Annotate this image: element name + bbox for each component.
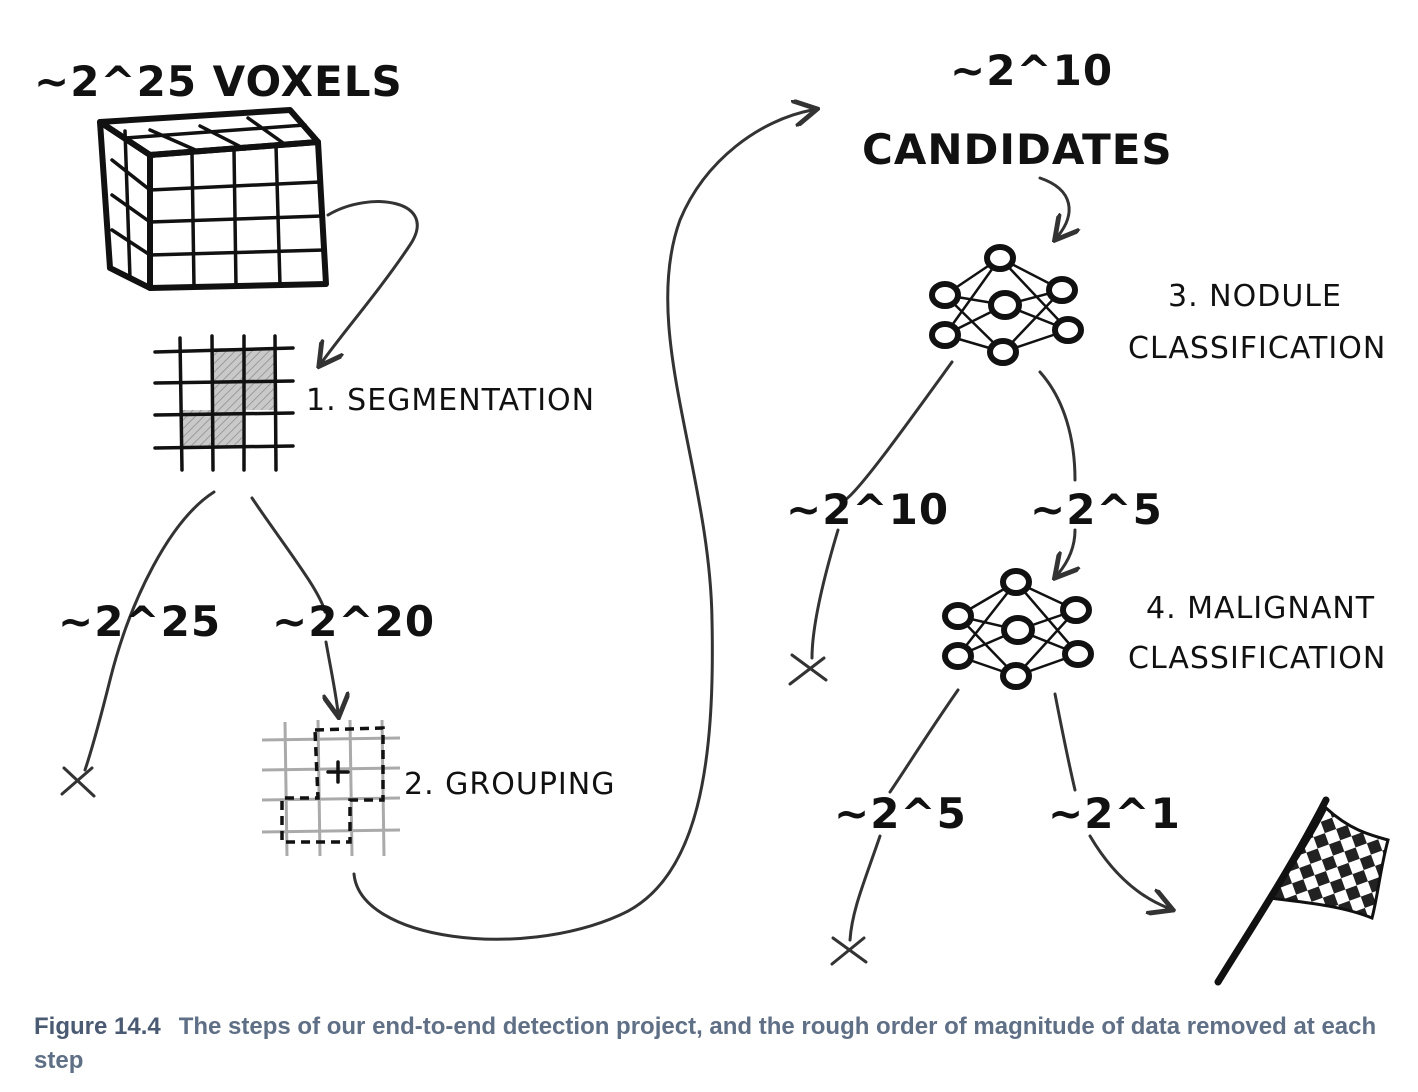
segmentation-discard-icon — [60, 766, 96, 798]
nodule-kept-count: ~2^5 — [1030, 485, 1163, 534]
pipeline-diagram: ~2^25 VOXELS — [34, 46, 1390, 986]
malignant-kept-count: ~2^1 — [1048, 789, 1181, 838]
segmentation-removed-count: ~2^25 — [58, 597, 221, 646]
candidates-label: CANDIDATES — [862, 125, 1173, 174]
nodule-label-line1: 3. NODULE — [1168, 279, 1342, 314]
voxel-cube-icon — [97, 107, 329, 291]
figure-number: Figure 14.4 — [34, 1013, 161, 1040]
segmentation-label: 1. SEGMENTATION — [306, 383, 595, 418]
finish-flag-icon — [1214, 796, 1390, 986]
segmentation-kept-count: ~2^20 — [272, 597, 435, 646]
nodule-classifier-network-icon — [929, 244, 1084, 366]
figure-caption-text: The steps of our end-to-end detection pr… — [34, 1013, 1377, 1074]
malignant-removed-count: ~2^5 — [834, 789, 967, 838]
nodule-discard-icon — [788, 653, 828, 686]
malignant-label-line2: CLASSIFICATION — [1128, 641, 1386, 676]
voxels-label: ~2^25 VOXELS — [34, 57, 403, 106]
nodule-label-line2: CLASSIFICATION — [1128, 331, 1386, 366]
malignant-discard-icon — [830, 936, 868, 966]
nodule-removed-count: ~2^10 — [786, 485, 949, 534]
malignant-label-line1: 4. MALIGNANT — [1146, 591, 1375, 626]
malignant-classifier-network-icon — [942, 568, 1094, 690]
grouping-grid-icon — [261, 719, 401, 857]
segmentation-grid-icon — [153, 334, 295, 472]
grouping-label: 2. GROUPING — [404, 767, 615, 802]
candidates-count: ~2^10 — [950, 46, 1113, 95]
